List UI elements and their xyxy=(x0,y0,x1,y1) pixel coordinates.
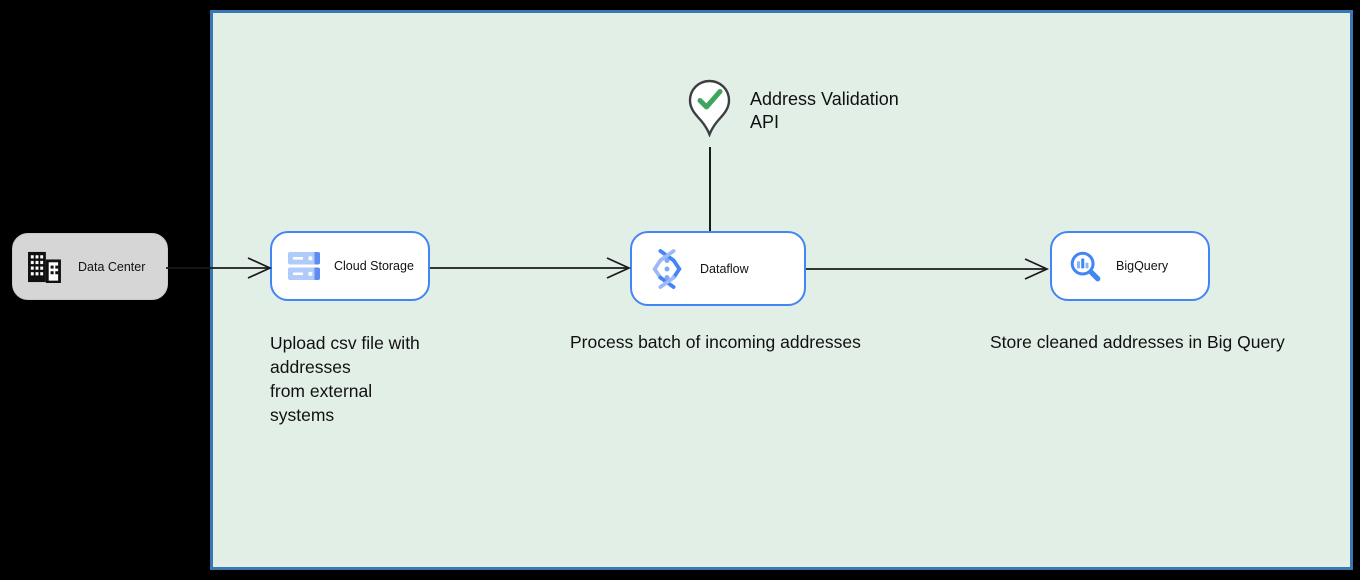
node-bigquery[interactable]: BigQuery xyxy=(1050,231,1210,301)
building-icon xyxy=(27,251,61,283)
bigquery-icon xyxy=(1068,249,1102,283)
caption-line: from external xyxy=(270,381,373,401)
arrow-dataflow-to-bigquery xyxy=(806,258,1050,280)
caption-line: Upload csv file with xyxy=(270,333,420,353)
caption-line: Process batch of incoming addresses xyxy=(570,332,861,352)
node-label: Data Center xyxy=(78,259,146,274)
dataflow-icon xyxy=(648,248,686,290)
location-pin-check-icon[interactable] xyxy=(686,79,733,137)
caption-bigquery: Store cleaned addresses in Big Query xyxy=(990,330,1285,354)
caption-line: addresses xyxy=(270,357,351,377)
arrow-cloudstorage-to-dataflow xyxy=(430,257,632,279)
caption-dataflow: Process batch of incoming addresses xyxy=(570,330,861,354)
node-cloud-storage[interactable]: Cloud Storage xyxy=(270,231,430,301)
line-pin-to-dataflow xyxy=(709,147,711,231)
annotation-line: API xyxy=(750,112,780,132)
node-dataflow[interactable]: Dataflow xyxy=(630,231,806,306)
node-label: Cloud Storage xyxy=(334,259,414,273)
caption-cloud-storage: Upload csv file with addresses from exte… xyxy=(270,331,420,427)
arrow-datacenter-to-cloudstorage xyxy=(166,257,272,279)
node-label: Dataflow xyxy=(700,261,749,276)
annotation-address-validation-api: Address Validation API xyxy=(750,88,899,134)
node-data-center[interactable]: Data Center xyxy=(12,233,168,300)
node-label: BigQuery xyxy=(1116,259,1169,273)
annotation-line: Address Validation xyxy=(750,89,899,109)
caption-line: Store cleaned addresses in Big Query xyxy=(990,332,1285,352)
cloud-storage-icon xyxy=(288,251,320,281)
caption-line: systems xyxy=(270,405,335,425)
